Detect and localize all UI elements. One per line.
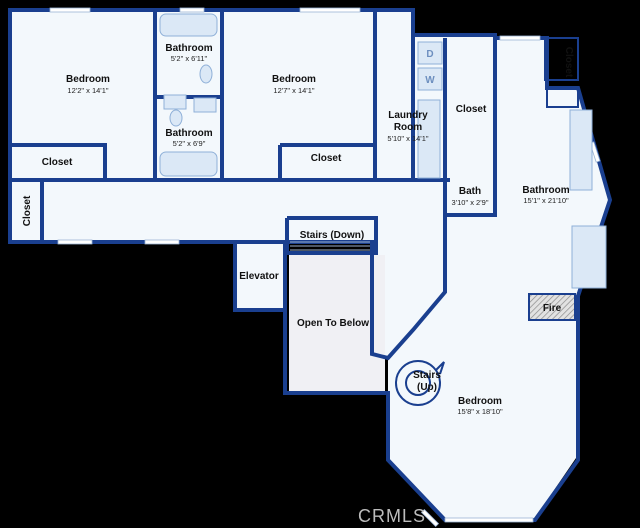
shower (571, 225, 607, 289)
room-label-stairs-up-2: (Up) (417, 382, 437, 393)
room-label-fire: Fire (543, 303, 562, 314)
interior-walls (10, 10, 497, 393)
stairs-down-steps (290, 241, 370, 251)
room-dim-bath-master: 15'1" x 21'10" (523, 196, 569, 205)
room-label-bath-lower: Bathroom (165, 128, 212, 139)
washer-icon (417, 67, 443, 91)
room-label-bath-upper: Bathroom (165, 43, 212, 54)
open-to-below-area (289, 255, 385, 391)
room-label-elevator: Elevator (239, 271, 279, 282)
window (49, 7, 91, 13)
room-label-closet-hall: Closet (22, 195, 33, 226)
room-label-bath-master: Bathroom (522, 185, 569, 196)
floor-fill-west (10, 178, 450, 242)
room-label-closet-n: Closet (311, 153, 342, 164)
dryer-icon (417, 41, 443, 65)
room-label-bath-small: Bath (459, 186, 481, 197)
room-label-bedroom-n: Bedroom (272, 74, 316, 85)
room-label-closet-mid: Closet (456, 104, 487, 115)
room-label-closet-ne: Closet (563, 47, 574, 78)
floor-area (10, 10, 610, 518)
room-dim-bedroom-master: 15'8" x 18'10" (457, 407, 503, 416)
room-label-bedroom-master: Bedroom (458, 396, 502, 407)
room-label-laundry-2: Room (394, 122, 422, 133)
room-dim-laundry: 5'10" x 14'1" (387, 134, 428, 143)
shelving (417, 99, 441, 179)
window (57, 239, 93, 245)
bathtub (159, 151, 218, 177)
room-dim-bath-upper: 5'2" x 6'11" (171, 54, 208, 63)
vanity (569, 109, 593, 191)
room-dim-bath-small: 3'10" x 2'9" (452, 198, 489, 207)
window (499, 35, 541, 41)
room-label-open-below: Open To Below (297, 318, 369, 329)
dryer-label: D (426, 49, 433, 60)
washer-label: W (425, 75, 435, 86)
room-label-bedroom-nw: Bedroom (66, 74, 110, 85)
room-dim-bath-lower: 5'2" x 6'9" (173, 139, 206, 148)
room-label-laundry-1: Laundry (388, 110, 428, 121)
closet-hall-wall (8, 178, 44, 244)
sink (163, 94, 187, 110)
window (179, 7, 205, 13)
room-dim-bedroom-nw: 12'2" x 14'1" (67, 86, 108, 95)
room-label-closet-w: Closet (42, 157, 73, 168)
window (444, 517, 534, 523)
toilet (169, 109, 183, 127)
fireplace (528, 293, 576, 321)
window (299, 7, 361, 13)
bathtub (159, 13, 218, 37)
window (144, 239, 180, 245)
closet-lower-wall (546, 87, 579, 108)
room-label-stairs-down: Stairs (Down) (300, 230, 364, 241)
sink (193, 97, 217, 113)
watermark: CRMLS (358, 506, 426, 526)
spiral-stairs-icon (395, 360, 445, 406)
toilet (199, 64, 213, 84)
closet-ne-wall (544, 37, 579, 81)
room-dim-bedroom-n: 12'7" x 14'1" (273, 86, 314, 95)
room-label-stairs-up-1: Stairs (413, 370, 441, 381)
window (420, 508, 440, 528)
